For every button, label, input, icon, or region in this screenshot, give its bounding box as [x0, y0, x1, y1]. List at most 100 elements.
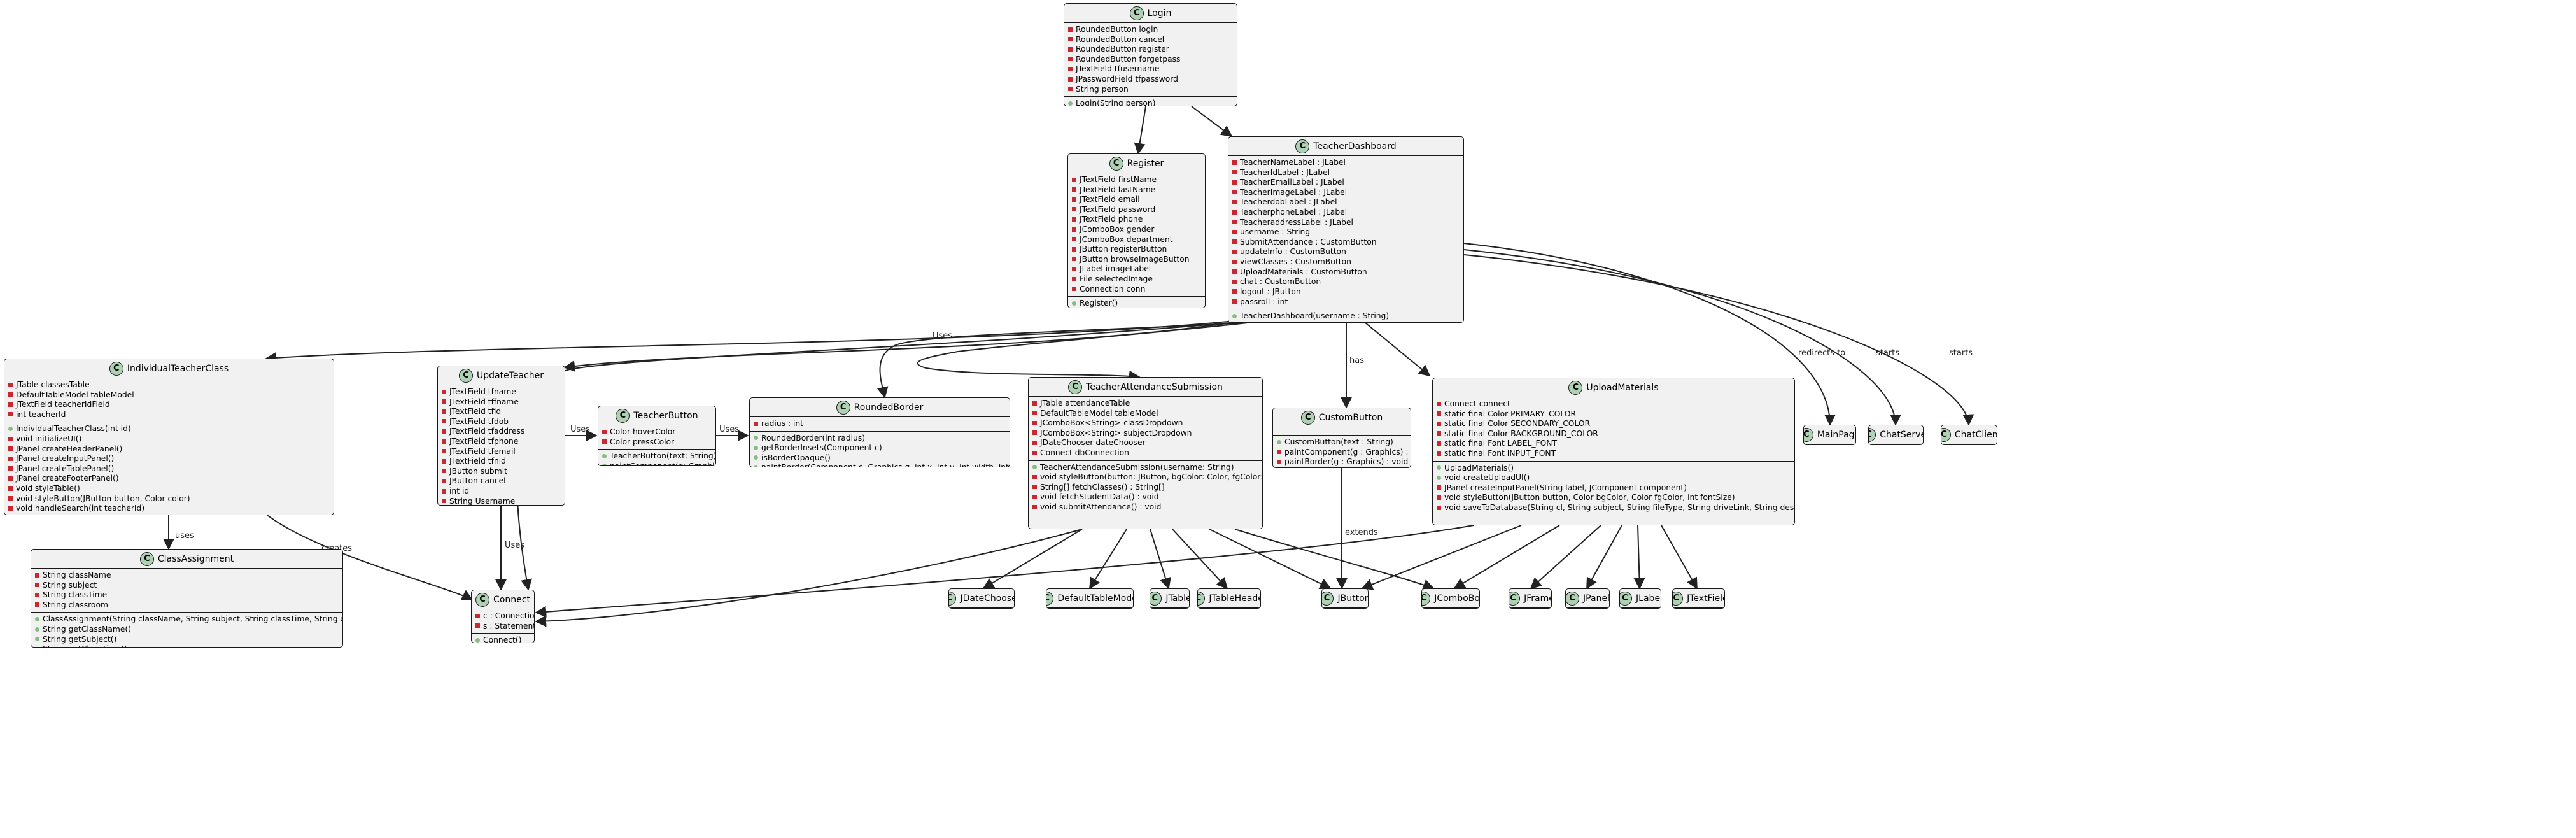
field-item: TeacherNameLabel : JLabel — [1231, 158, 1461, 168]
class-box-jtable-header[interactable]: CJTableHeader — [1197, 588, 1261, 609]
class-header: CDefaultTableModel — [1046, 589, 1133, 608]
member-text: UploadMaterials : CustomButton — [1240, 267, 1367, 276]
class-name: Register — [1127, 158, 1164, 169]
field-item: Connect connect — [1435, 399, 1792, 409]
member-text: JTextField tfaddress — [449, 427, 525, 436]
class-methods-section: TeacherAttendanceSubmission(username: St… — [1029, 461, 1262, 515]
relation-label: Uses — [933, 331, 952, 341]
private-visibility-icon — [440, 447, 447, 457]
field-item: String Username — [440, 497, 562, 505]
member-text: Color pressColor — [610, 437, 675, 446]
field-item: String classTime — [34, 590, 340, 600]
private-visibility-icon — [1231, 218, 1238, 227]
member-text: chat : CustomButton — [1240, 277, 1321, 287]
class-name: TeacherButton — [633, 410, 698, 421]
class-name: ChatServer — [1880, 429, 1923, 440]
member-text: DefaultTableModel tableModel — [16, 390, 134, 399]
field-item: s : Statement — [474, 621, 534, 632]
method-item: String getSubject() — [34, 635, 340, 645]
relation-label: redirects to — [1798, 348, 1845, 358]
field-item: JTextField email — [1071, 195, 1202, 205]
public-visibility-icon — [752, 453, 759, 463]
method-item: Register() — [1071, 299, 1202, 308]
relation-edge-teacher-dashboard-to-chat-server — [1463, 249, 1901, 426]
private-visibility-icon — [1435, 429, 1442, 439]
public-visibility-icon — [601, 451, 608, 461]
member-text: SubmitAttendance : CustomButton — [1240, 238, 1377, 247]
member-text: int id — [449, 486, 470, 496]
member-text: List<ClassAssignment> fetchAssignments(C… — [16, 514, 334, 515]
private-visibility-icon — [1435, 503, 1442, 513]
method-item: TeacherDashboard(username : String) — [1231, 311, 1461, 322]
private-visibility-icon — [1071, 245, 1078, 254]
relation-edge-teacher-dashboard-to-individual-teacher-class — [265, 321, 1228, 364]
method-item: JPanel createInputPanel() — [7, 454, 331, 464]
class-name: JLabel — [1636, 593, 1661, 604]
field-item: JButton registerButton — [1071, 245, 1202, 255]
relation-edge-teacher-dashboard-to-main-page — [1463, 243, 1836, 426]
private-visibility-icon — [1231, 208, 1238, 217]
private-visibility-icon — [1031, 429, 1038, 438]
private-visibility-icon — [752, 419, 759, 429]
method-item: void createUploadUI() — [1435, 473, 1792, 483]
method-item: void styleTable() — [7, 484, 331, 494]
member-text: String getSubject() — [43, 634, 117, 644]
member-text: static final Color BACKGROUND_COLOR — [1444, 429, 1598, 439]
private-visibility-icon — [440, 486, 447, 496]
field-item: JTable attendanceTable — [1031, 399, 1260, 409]
class-stereotype-icon: C — [1673, 591, 1684, 606]
field-item: static final Color PRIMARY_COLOR — [1435, 409, 1792, 420]
class-fields-section — [1620, 608, 1661, 609]
class-box-default-table-model[interactable]: CDefaultTableModel — [1046, 588, 1134, 609]
member-text: void styleButton(JButton button, Color c… — [16, 494, 190, 503]
member-text: static final Color SECONDARY_COLOR — [1444, 419, 1591, 429]
private-visibility-icon — [1276, 448, 1283, 457]
class-methods-section: IndividualTeacherClass(int id)void initi… — [4, 422, 334, 515]
relation-edge-teacher-dashboard-to-upload-materials — [1365, 322, 1431, 377]
member-text: addInfoRow(panel : JPanel, labelText : S… — [1240, 322, 1464, 323]
member-text: paintBorder(Component c, Graphics g, int… — [761, 464, 1010, 467]
class-box-chat-server[interactable]: CChatServer — [1868, 425, 1924, 445]
class-box-jdate-chooser[interactable]: CJDateChooser — [948, 588, 1015, 609]
class-stereotype-icon: C — [616, 408, 630, 423]
public-visibility-icon — [34, 635, 41, 644]
field-item: JLabel imageLabel — [1071, 264, 1202, 274]
private-visibility-icon — [440, 457, 447, 466]
member-text: JComboBox department — [1080, 234, 1173, 244]
member-text: TeacherphoneLabel : JLabel — [1240, 208, 1348, 217]
method-item: JPanel createInputPanel(String label, JC… — [1435, 483, 1792, 494]
method-item: String getClassTime() — [34, 644, 340, 647]
public-visibility-icon — [1067, 99, 1074, 106]
private-visibility-icon — [1231, 322, 1238, 323]
member-text: s : Statement — [483, 621, 535, 630]
class-box-jcombo-box[interactable]: CJComboBox — [1421, 588, 1480, 609]
member-text: File selectedImage — [1080, 274, 1153, 284]
method-item: List<ClassAssignment> fetchAssignments(C… — [7, 514, 334, 515]
private-visibility-icon — [34, 571, 41, 580]
field-item: TeacheraddressLabel : JLabel — [1231, 218, 1461, 228]
member-text: JTextField tfdob — [449, 417, 509, 427]
member-text: TeacherEmailLabel : JLabel — [1240, 178, 1344, 187]
